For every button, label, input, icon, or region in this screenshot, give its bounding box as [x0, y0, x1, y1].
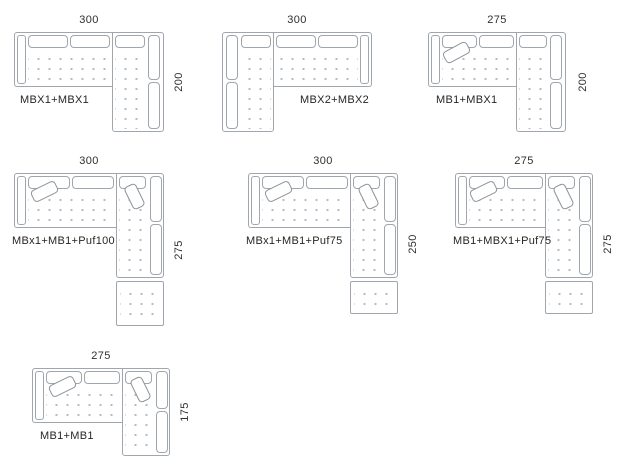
seat-dots [120, 285, 160, 322]
back-cushion [519, 35, 547, 48]
sofa-configuration-diagram: 300 275 MBx1+MB1+Puf100 [12, 155, 214, 335]
configuration-name-label: MBx1+MB1+Puf100 [12, 235, 115, 247]
back-cushion [306, 176, 348, 189]
seat-dots [519, 50, 548, 129]
back-cushion [507, 176, 543, 189]
configuration-name-label: MB1+MB1 [40, 430, 94, 442]
sofa-module-left [455, 173, 545, 228]
back-cushion [156, 411, 168, 453]
configuration-name-label: MB1+MBX1+Puf75 [453, 235, 552, 247]
chaise-module [350, 173, 398, 278]
back-cushion [72, 176, 114, 189]
back-cushion [550, 35, 562, 80]
configuration-name-label: MBX1+MBX1 [20, 94, 90, 106]
chaise-module [222, 32, 274, 132]
chaise-module [116, 173, 164, 278]
ottoman [545, 281, 593, 314]
sofa-configuration-diagram: 275 200 MB1+MBX1 [428, 14, 628, 146]
depth-dimension-label: 250 [407, 234, 419, 254]
configuration-name-label: MB1+MBX1 [436, 94, 498, 106]
sofa-module-left [14, 173, 116, 228]
configuration-name-label: MBX2+MBX2 [300, 94, 370, 106]
back-cushion [28, 35, 68, 48]
armrest [17, 176, 26, 225]
back-cushion [70, 35, 110, 48]
back-cushion [84, 371, 120, 384]
sofa-module [274, 32, 372, 87]
sofa-configuration-diagram: 275 275 MB1+MBX1+Puf75 [453, 155, 640, 325]
depth-dimension-label: 200 [173, 72, 185, 92]
width-dimension-label: 275 [514, 155, 534, 167]
armrest [35, 371, 44, 420]
width-dimension-label: 300 [79, 155, 99, 167]
depth-dimension-label: 275 [173, 240, 185, 260]
armrest [360, 35, 369, 84]
sofa-configuration-diagram: 275 175 MB1+MB1 [32, 350, 232, 465]
depth-dimension-label: 275 [602, 234, 614, 254]
sofa-top-view [32, 368, 170, 456]
armrest [458, 176, 467, 225]
armrest [431, 35, 440, 84]
configuration-name-label: MBx1+MB1+Puf75 [246, 235, 343, 247]
chaise-module [516, 32, 566, 132]
back-cushion [384, 224, 396, 275]
width-dimension-label: 300 [79, 14, 99, 26]
back-cushion [241, 35, 271, 48]
seat-dots [276, 50, 358, 85]
chaise-module [545, 173, 593, 278]
sofa-module-left [428, 32, 516, 87]
ottoman [350, 281, 398, 314]
width-dimension-label: 300 [287, 14, 307, 26]
depth-dimension-label: 200 [577, 72, 589, 92]
back-cushion [150, 176, 162, 222]
back-cushion [384, 176, 396, 222]
sofa-module-left [32, 368, 122, 423]
back-cushion [579, 224, 591, 275]
back-cushion [226, 82, 238, 129]
sofa-top-view [14, 173, 164, 328]
back-cushion [148, 35, 160, 80]
seat-dots [115, 50, 146, 129]
ottoman [116, 281, 164, 326]
sofa-top-view [428, 32, 566, 132]
sofa-module-left [14, 32, 112, 87]
width-dimension-label: 275 [91, 350, 111, 362]
sofa-configuration-diagram: 300 250 MBx1+MB1+Puf75 [246, 155, 448, 325]
back-cushion [276, 35, 316, 48]
sofa-configuration-diagram: 300 MBX2+MBX2 [222, 14, 422, 146]
seat-dots [28, 50, 110, 85]
width-dimension-label: 300 [313, 155, 333, 167]
armrest [251, 176, 260, 225]
seat-dots [549, 285, 589, 310]
back-cushion [479, 35, 514, 48]
sofa-top-view [222, 32, 372, 132]
depth-dimension-label: 175 [179, 402, 191, 422]
back-cushion [579, 176, 591, 222]
sofa-module-left [248, 173, 350, 228]
back-cushion [226, 35, 238, 80]
seat-dots [354, 285, 394, 310]
sofa-configuration-diagram: 300 200 MBX1+MBX1 [14, 14, 214, 146]
back-cushion [156, 371, 168, 409]
seat-dots [240, 50, 271, 129]
back-cushion [148, 82, 160, 129]
width-dimension-label: 275 [487, 14, 507, 26]
chaise-module [122, 368, 170, 456]
chaise-module [112, 32, 164, 132]
back-cushion [318, 35, 358, 48]
back-cushion [115, 35, 145, 48]
sofa-top-view [248, 173, 398, 318]
back-cushion [150, 224, 162, 275]
sofa-top-view [14, 32, 164, 132]
armrest [17, 35, 26, 84]
sofa-top-view [455, 173, 593, 318]
back-cushion [550, 82, 562, 129]
